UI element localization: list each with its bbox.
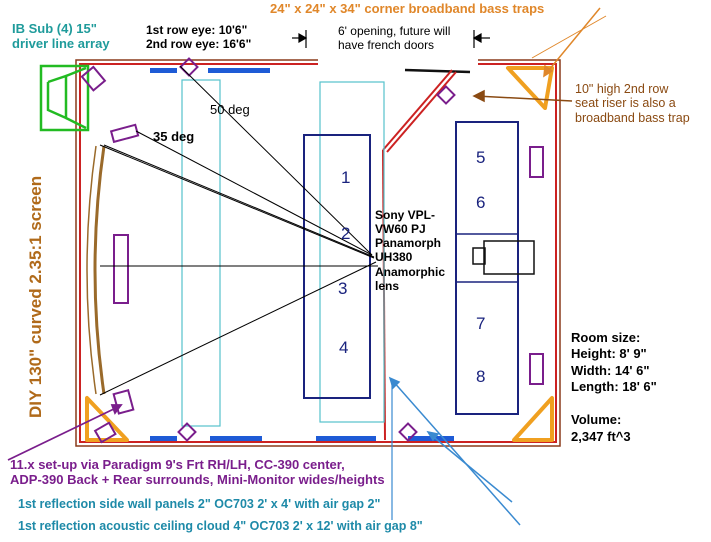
angle-lines (99, 65, 378, 396)
panels-label: 1st reflection side wall panels 2" OC703… (18, 497, 381, 511)
room-walls (75, 59, 561, 447)
side-wall-panels (150, 68, 454, 441)
riser-line3: broadband bass trap (575, 110, 690, 125)
projector-line3: Panamorph (375, 236, 442, 251)
projector-line1: Sony VPL- (375, 208, 436, 222)
seat-4: 4 (339, 338, 349, 357)
volume-label: Volume: 2,347 ft^3 (571, 412, 631, 446)
ceiling-cloud-left (181, 79, 221, 427)
angle-35-label: 35 deg (153, 129, 195, 144)
speaker-arrow (7, 404, 123, 461)
ceiling-cloud-right (319, 81, 385, 423)
opening-dimension (292, 30, 490, 48)
rear-seat-row (455, 121, 519, 415)
room-size-label: Room size: Height: 8' 9" Width: 14' 6" L… (571, 330, 657, 395)
eye-line1: 1st row eye: 10'6" (146, 23, 248, 37)
opening-line (404, 68, 471, 74)
volume-title: Volume: (571, 412, 622, 427)
seat-3: 3 (338, 279, 348, 298)
seat-5: 5 (476, 148, 486, 167)
seat-2: 2 (341, 224, 351, 243)
projector-line2: VW60 PJ (375, 222, 426, 237)
projector-label: Sony VPL- VW60 PJ Panamorph UH380 Anamor… (375, 208, 445, 293)
riser-label: 10" high 2nd row seat riser is also a br… (575, 82, 690, 125)
door-opening (318, 56, 478, 68)
ib-sub (39, 64, 90, 132)
opening-label: 6' opening, future will have french door… (338, 24, 451, 53)
screen-label: DIY 130" curved 2.35:1 screen (26, 175, 45, 418)
angle-50-label: 50 deg (210, 102, 250, 117)
room-width: Width: 14' 6" (571, 362, 650, 378)
room-length: Length: 18' 6" (571, 378, 657, 394)
projector-unit (483, 240, 535, 275)
ib-sub-line1: IB Sub (4) 15" (12, 21, 97, 36)
panel-arrows (388, 376, 521, 526)
speakers-label: 11.x set-up via Paradigm 9's Frt RH/LH, … (10, 457, 385, 488)
projector-line4: UH380 (375, 250, 413, 265)
seat-7: 7 (476, 314, 486, 333)
cloud-label: 1st reflection acoustic ceiling cloud 4"… (18, 519, 423, 533)
riser-line1: 10" high 2nd row (575, 82, 669, 96)
seat-6: 6 (476, 193, 486, 212)
riser-arrow (472, 89, 573, 103)
projector-box (455, 233, 519, 283)
room-height: Height: 8' 9" (571, 346, 647, 362)
curved-screen (86, 145, 106, 395)
projector-line5: Anamorphic (375, 264, 446, 279)
seat-8: 8 (476, 367, 486, 386)
speakers (80, 57, 544, 444)
trap-arrows (531, 7, 607, 78)
projector-line6: lens (375, 278, 400, 293)
opening-line2: have french doors (338, 37, 435, 52)
room-size-title: Room size: (571, 330, 641, 345)
speakers-line2: ADP-390 Back + Rear surrounds, Mini-Moni… (10, 471, 385, 487)
riser-line2: seat riser is also a (575, 96, 676, 111)
corner-traps-label: 24" x 24" x 34" corner broadband bass tr… (270, 1, 545, 16)
ib-sub-line2: driver line array (12, 35, 110, 51)
eye-line2: 2nd row eye: 16'6" (146, 36, 252, 51)
opening-line1: 6' opening, future will (338, 24, 451, 38)
volume-value: 2,347 ft^3 (571, 428, 631, 444)
ib-sub-label: IB Sub (4) 15" driver line array (12, 21, 110, 52)
projector-lens (472, 247, 486, 265)
seat-1: 1 (341, 168, 351, 187)
eye-label: 1st row eye: 10'6" 2nd row eye: 16'6" (146, 23, 252, 52)
speakers-line1: 11.x set-up via Paradigm 9's Frt RH/LH, … (10, 457, 345, 472)
